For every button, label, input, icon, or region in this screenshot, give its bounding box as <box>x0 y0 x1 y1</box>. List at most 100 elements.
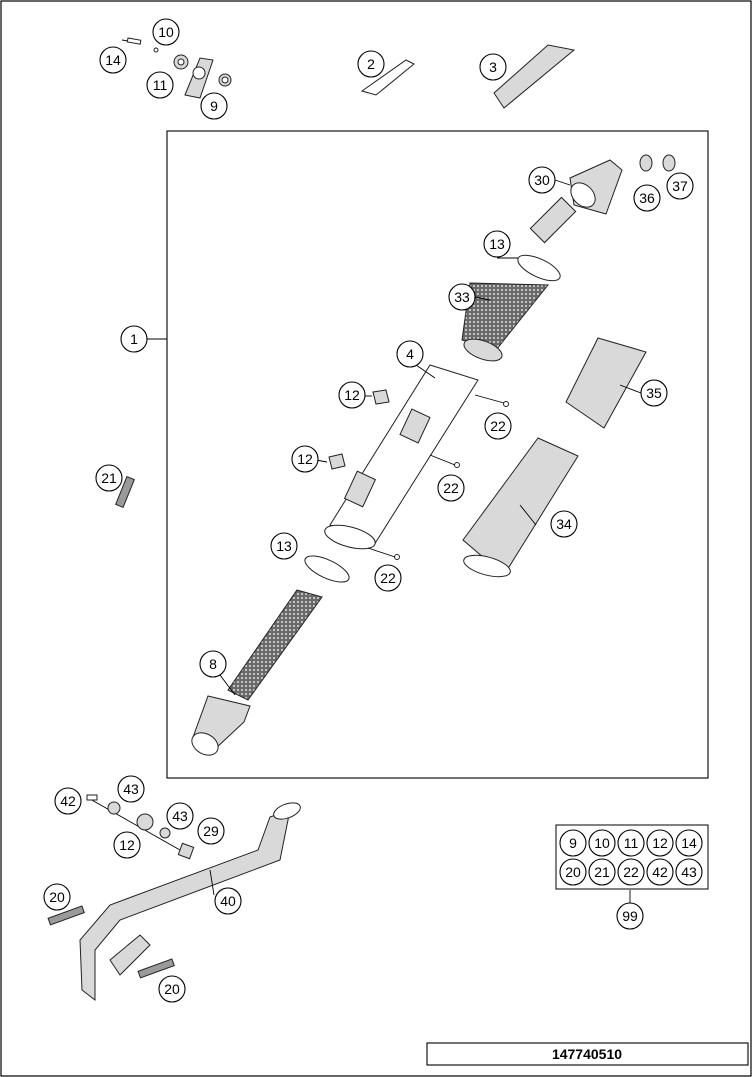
header-pipe-part-40 <box>79 802 301 1002</box>
svg-text:1: 1 <box>130 331 138 347</box>
svg-text:22: 22 <box>380 570 396 586</box>
kit-item: 11 <box>617 829 645 857</box>
svg-text:20: 20 <box>49 889 65 905</box>
callout-42: 42 <box>54 787 82 815</box>
gasket-part-13-lower <box>304 555 350 583</box>
kit-item: 43 <box>675 858 703 886</box>
svg-text:10: 10 <box>594 835 610 851</box>
svg-text:13: 13 <box>489 236 505 252</box>
svg-text:12: 12 <box>652 835 668 851</box>
callout-12-middle: 12 <box>291 445 319 473</box>
svg-text:43: 43 <box>123 781 139 797</box>
kit-item: 9 <box>559 829 587 857</box>
kit-item: 21 <box>588 858 616 886</box>
screw-part-22-a <box>503 401 509 407</box>
assembly-frame <box>166 130 709 779</box>
callout-11: 11 <box>146 71 174 99</box>
kit-row-2: 20 21 22 42 43 <box>559 858 703 886</box>
svg-text:2: 2 <box>367 56 375 72</box>
svg-text:8: 8 <box>209 656 217 672</box>
spring-part-21 <box>115 475 135 509</box>
callout-9: 9 <box>200 92 228 120</box>
kit-item: 10 <box>588 829 616 857</box>
callout-8: 8 <box>199 650 227 678</box>
svg-text:36: 36 <box>639 190 655 206</box>
svg-text:43: 43 <box>681 864 697 880</box>
callout-36: 36 <box>633 184 661 212</box>
callout-1: 1 <box>120 325 148 353</box>
svg-text:43: 43 <box>172 808 188 824</box>
callout-14: 14 <box>99 46 127 74</box>
end-cap-part-30 <box>529 159 623 244</box>
nut-part-12-upper <box>372 389 390 405</box>
callout-29: 29 <box>197 817 225 845</box>
svg-text:13: 13 <box>276 538 292 554</box>
callout-40: 40 <box>214 887 242 915</box>
svg-text:99: 99 <box>622 908 638 924</box>
callout-13-lower: 13 <box>270 532 298 560</box>
svg-text:10: 10 <box>158 24 174 40</box>
callout-2: 2 <box>357 50 385 78</box>
svg-text:20: 20 <box>565 864 581 880</box>
washer-part-43-b <box>159 827 171 839</box>
washer-part-43-a <box>107 801 121 815</box>
callout-4: 4 <box>396 340 424 368</box>
callout-43-b: 43 <box>166 802 194 830</box>
callouts: 1 2 3 4 8 9 10 11 12 12 12 13 13 14 20 2… <box>43 18 694 1003</box>
svg-text:4: 4 <box>406 346 414 362</box>
gasket-part-13-upper <box>517 254 561 282</box>
svg-text:9: 9 <box>569 835 577 851</box>
callout-13-upper: 13 <box>483 230 511 258</box>
outer-sleeve-part-34 <box>462 437 579 578</box>
ring-part-36 <box>639 154 653 172</box>
screw-part-22-c <box>394 554 400 560</box>
callout-34: 34 <box>550 510 578 538</box>
svg-text:22: 22 <box>623 864 639 880</box>
callout-37: 37 <box>666 172 694 200</box>
svg-text:12: 12 <box>344 387 360 403</box>
callout-20-right: 20 <box>158 975 186 1003</box>
callout-3: 3 <box>479 53 507 81</box>
svg-text:22: 22 <box>443 480 459 496</box>
svg-text:42: 42 <box>652 864 668 880</box>
spring-part-20-b <box>137 958 175 979</box>
svg-text:14: 14 <box>681 835 697 851</box>
svg-text:21: 21 <box>101 470 117 486</box>
part-number: 147740510 <box>552 1046 622 1062</box>
callout-30: 30 <box>528 166 556 194</box>
svg-text:29: 29 <box>203 823 219 839</box>
kit-row-1: 9 10 11 12 14 <box>559 829 703 857</box>
bolt-part-42 <box>86 794 98 801</box>
svg-text:21: 21 <box>594 864 610 880</box>
svg-text:34: 34 <box>556 516 572 532</box>
callout-21: 21 <box>95 464 123 492</box>
callout-99: 99 <box>616 902 644 930</box>
insert-part-8 <box>191 589 323 756</box>
ring-part-37 <box>662 154 676 172</box>
svg-text:11: 11 <box>624 835 639 851</box>
svg-text:14: 14 <box>105 52 121 68</box>
nut-part-12-lower <box>328 453 346 470</box>
svg-text:12: 12 <box>297 451 313 467</box>
screen-part-33 <box>461 282 550 362</box>
svg-text:12: 12 <box>119 837 135 853</box>
svg-text:22: 22 <box>490 418 506 434</box>
sleeve-part-35 <box>565 337 647 429</box>
callout-10: 10 <box>152 18 180 46</box>
bushing-part-12-lower <box>136 813 154 831</box>
svg-text:37: 37 <box>672 178 688 194</box>
svg-text:33: 33 <box>454 289 470 305</box>
callout-20-left: 20 <box>43 883 71 911</box>
spring-part-20-a <box>47 905 85 926</box>
plate-part-2 <box>360 59 415 96</box>
svg-text:35: 35 <box>646 385 662 401</box>
svg-text:9: 9 <box>210 98 218 114</box>
kit-item: 14 <box>675 829 703 857</box>
callout-22-b: 22 <box>437 474 465 502</box>
svg-text:30: 30 <box>534 172 550 188</box>
callout-22-a: 22 <box>484 412 512 440</box>
callout-12-upper: 12 <box>338 381 366 409</box>
callout-33: 33 <box>448 283 476 311</box>
